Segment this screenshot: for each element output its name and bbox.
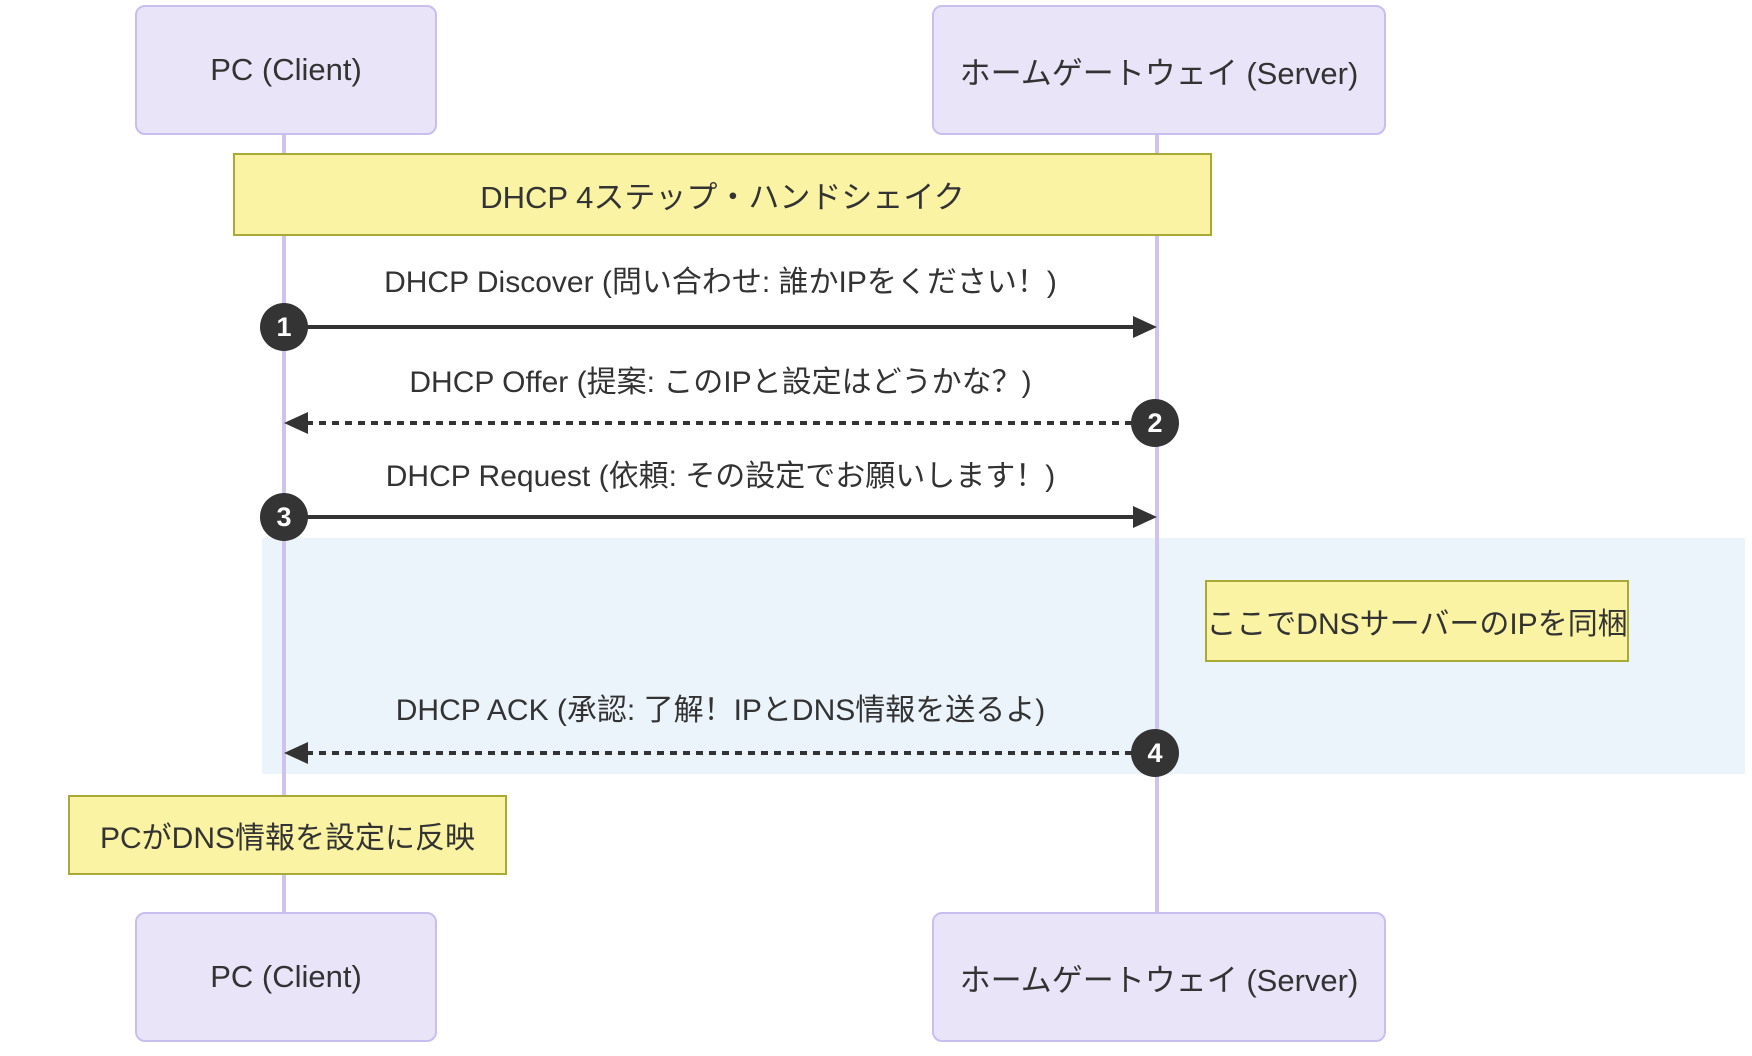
message-1-label: DHCP Discover (問い合わせ: 誰かIPをください！)	[384, 266, 1057, 299]
sequence-number-2-badge: 2	[1131, 399, 1179, 447]
message-3-label: DHCP Request (依頼: その設定でお願いします！)	[385, 460, 1056, 493]
message-4-arrowhead-icon	[284, 742, 308, 764]
actor-box-server-bottom: ホームゲートウェイ (Server)	[932, 912, 1386, 1042]
message-1-arrowhead-icon	[1133, 316, 1157, 338]
actor-box-server-top: ホームゲートウェイ (Server)	[932, 5, 1386, 135]
actor-label-server-bottom: ホームゲートウェイ (Server)	[959, 962, 1359, 998]
message-2-label: DHCP Offer (提案: このIPと設定はどうかな？)	[409, 366, 1032, 399]
note-server-dns-included-text: ここでDNSサーバーのIPを同梱	[1206, 608, 1628, 641]
message-3-arrow-line	[284, 515, 1135, 519]
lifeline-server	[1155, 131, 1159, 912]
note-client-dns-applied: PCがDNS情報を設定に反映	[68, 795, 507, 875]
diagram-title-text: DHCP 4ステップ・ハンドシェイク	[480, 180, 965, 215]
note-client-dns-applied-text: PCがDNS情報を設定に反映	[99, 822, 475, 855]
note-server-dns-included: ここでDNSサーバーのIPを同梱	[1205, 580, 1629, 662]
sequence-number-4-badge: 4	[1131, 729, 1179, 777]
actor-label-client-top: PC (Client)	[210, 52, 362, 87]
message-4-arrow-line	[306, 751, 1157, 755]
actor-label-server-top: ホームゲートウェイ (Server)	[959, 55, 1359, 91]
message-2-arrow-line	[306, 421, 1157, 425]
sequence-number-3-badge: 3	[260, 493, 308, 541]
actor-label-client-bottom: PC (Client)	[210, 959, 362, 994]
message-3-arrowhead-icon	[1133, 506, 1157, 528]
sequence-number-1-badge: 1	[260, 303, 308, 351]
diagram-title-note: DHCP 4ステップ・ハンドシェイク	[233, 153, 1212, 236]
actor-box-client-top: PC (Client)	[135, 5, 437, 135]
message-2-arrowhead-icon	[284, 412, 308, 434]
message-4-label: DHCP ACK (承認: 了解！IPとDNS情報を送るよ)	[395, 694, 1046, 727]
actor-box-client-bottom: PC (Client)	[135, 912, 437, 1042]
message-1-arrow-line	[284, 325, 1135, 329]
